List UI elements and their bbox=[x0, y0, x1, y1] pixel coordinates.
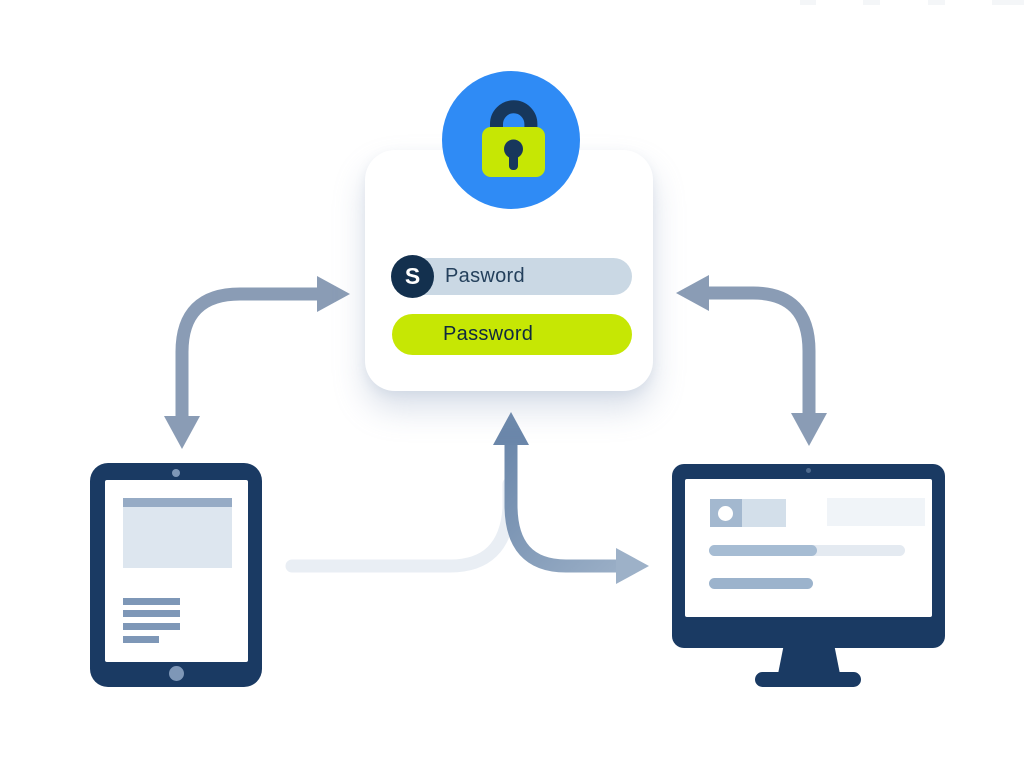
arrowhead-left bbox=[676, 275, 709, 311]
tablet-text-line bbox=[123, 636, 159, 643]
padlock-icon bbox=[482, 100, 545, 177]
monitor-stand-neck bbox=[778, 646, 840, 674]
tablet-text-line bbox=[123, 610, 180, 617]
monitor-screen bbox=[685, 479, 932, 617]
arrowhead-up bbox=[493, 412, 529, 445]
username-field-label: Pasword bbox=[445, 265, 525, 287]
tablet-home-button bbox=[169, 666, 184, 681]
tablet-text-line bbox=[123, 598, 180, 605]
monitor-text-bar bbox=[709, 578, 813, 589]
monitor-progress-track bbox=[709, 545, 905, 556]
monitor-avatar-square bbox=[710, 499, 742, 527]
top-mark bbox=[928, 0, 945, 5]
password-field: Password bbox=[392, 314, 632, 355]
sync-fork-arrow bbox=[493, 412, 649, 584]
monitor-progress-fill bbox=[709, 545, 817, 556]
card-monitor-elbow-arrow bbox=[676, 275, 827, 446]
tablet-camera-dot bbox=[172, 469, 180, 477]
monitor-stand-base bbox=[755, 672, 861, 687]
top-mark bbox=[800, 0, 816, 5]
avatar-badge: S bbox=[391, 255, 434, 298]
username-field: S Pasword bbox=[391, 255, 632, 298]
top-mark bbox=[863, 0, 880, 5]
tablet-screen bbox=[105, 480, 248, 662]
lock-badge bbox=[442, 71, 580, 209]
password-field-label: Password bbox=[443, 323, 534, 345]
tablet-content-block bbox=[123, 507, 232, 568]
monitor-device bbox=[672, 464, 945, 648]
tablet-text-line bbox=[123, 623, 180, 630]
avatar-letter: S bbox=[404, 263, 421, 289]
monitor-avatar-circle bbox=[718, 506, 733, 521]
arrowhead-right bbox=[317, 276, 350, 312]
faint-trail bbox=[285, 477, 516, 573]
arrowhead-down bbox=[791, 413, 827, 446]
arrowhead-right bbox=[616, 548, 649, 584]
tablet-device bbox=[90, 463, 262, 687]
monitor-faint-rect bbox=[827, 498, 925, 526]
monitor-camera-dot bbox=[806, 468, 811, 473]
tablet-header-bar bbox=[123, 498, 232, 507]
card-tablet-elbow-arrow bbox=[164, 276, 350, 449]
monitor-name-rect bbox=[742, 499, 786, 527]
top-mark bbox=[992, 0, 1024, 5]
arrowhead-down bbox=[164, 416, 200, 449]
